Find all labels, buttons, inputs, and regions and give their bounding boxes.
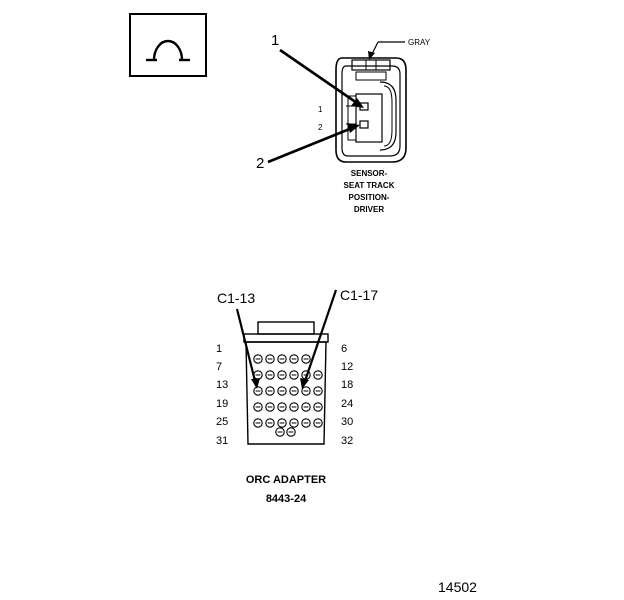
pin-cavity	[253, 354, 263, 364]
row-label-left: 7	[216, 361, 222, 373]
row-label-right: 24	[341, 398, 353, 410]
callout-2-label: 2	[256, 155, 264, 172]
callout-1-label: 1	[271, 32, 279, 49]
adapter-left-row-labels: 1 7 13 19 25 31	[216, 343, 228, 447]
orc-adapter-title: ORC ADAPTER	[246, 474, 326, 486]
sensor-caption: SENSOR- SEAT TRACK POSITION- DRIVER	[344, 169, 395, 214]
pin-cavity	[265, 402, 275, 412]
pin-cavity	[289, 418, 299, 428]
pin-cavity	[277, 370, 287, 380]
pin-cavity	[313, 402, 323, 412]
sensor-caption-line-3: POSITION-	[349, 193, 390, 202]
callout-c1-13-label: C1-13	[217, 290, 255, 306]
pin-cavity	[253, 418, 263, 428]
pin-cavity	[289, 402, 299, 412]
sensor-caption-line-2: SEAT TRACK	[344, 181, 395, 190]
pin-label-2: 2	[318, 123, 323, 132]
pin-cavity	[277, 386, 287, 396]
pin-cavity	[275, 427, 285, 437]
row-label-left: 1	[216, 343, 222, 355]
pin-cavity	[289, 370, 299, 380]
row-label-left: 31	[216, 435, 228, 447]
row-label-left: 13	[216, 379, 228, 391]
pin-cavity	[277, 402, 287, 412]
pin-cavity	[301, 386, 311, 396]
row-label-right: 32	[341, 435, 353, 447]
pin-cavity	[313, 418, 323, 428]
row-label-right: 12	[341, 361, 353, 373]
orc-adapter-part-number: 8443-24	[266, 493, 307, 505]
sensor-caption-line-4: DRIVER	[354, 205, 384, 214]
row-label-right: 6	[341, 343, 347, 355]
pin-cavity	[301, 402, 311, 412]
figure-number: 14502	[438, 579, 477, 595]
pin-cavity	[313, 370, 323, 380]
callout-c1-17: C1-17	[300, 287, 378, 389]
pin-cavity	[277, 418, 287, 428]
pin-cavity	[313, 386, 323, 396]
adapter-right-row-labels: 6 12 18 24 30 32	[341, 343, 353, 447]
gray-wire-label: GRAY	[408, 38, 431, 47]
callout-1: 1	[271, 32, 364, 108]
callout-c1-13: C1-13	[217, 290, 260, 389]
callout-2: 2	[256, 123, 360, 172]
pin-cavity	[289, 354, 299, 364]
terminal-2	[359, 120, 369, 129]
row-label-left: 25	[216, 416, 228, 428]
pin-cavity	[265, 386, 275, 396]
pin-cavity	[301, 418, 311, 428]
pin-cavity	[286, 427, 296, 437]
callout-c1-17-label: C1-17	[340, 287, 378, 303]
row-label-left: 19	[216, 398, 228, 410]
adapter-pin-grid	[253, 354, 323, 437]
pin-cavity	[253, 402, 263, 412]
pin-cavity	[265, 354, 275, 364]
row-label-right: 18	[341, 379, 353, 391]
sensor-connector	[335, 57, 407, 163]
pin-cavity	[265, 370, 275, 380]
pin-cavity	[265, 418, 275, 428]
ohm-meter-icon	[129, 13, 207, 77]
pin-cavity	[301, 354, 311, 364]
pin-cavity	[277, 354, 287, 364]
row-label-right: 30	[341, 416, 353, 428]
pin-cavity	[289, 386, 299, 396]
sensor-caption-line-1: SENSOR-	[351, 169, 388, 178]
pin-label-1: 1	[318, 105, 323, 114]
gray-wire-callout: GRAY	[368, 38, 431, 60]
pin-cavity	[253, 386, 263, 396]
